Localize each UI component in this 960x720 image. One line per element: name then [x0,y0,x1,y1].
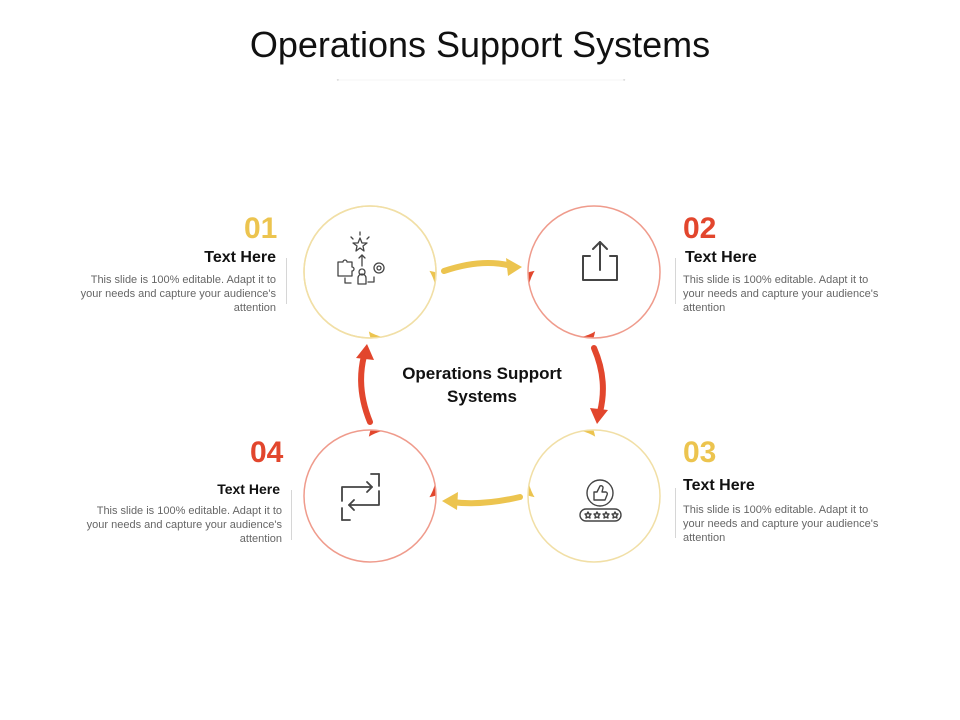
step-2-divider [675,258,676,304]
step-1-circle [303,205,437,339]
step-4-description: This slide is 100% editable. Adapt it to… [86,505,282,545]
step-4-circle [303,429,437,563]
step-3-circle [527,429,661,563]
arrow-4-to-1 [356,344,374,425]
share-upload-icon [582,241,618,281]
step-3-number: 03 [683,436,717,469]
step-1-divider [286,258,287,304]
step-4-divider [291,490,292,540]
step-1-number: 01 [244,212,278,245]
step-4-title: Text Here [217,481,280,497]
arrow-1-to-2 [441,258,522,276]
title-divider [336,79,626,81]
center-label: Operations Support Systems [402,364,562,406]
step-2-circle [527,205,661,339]
step-3-description: This slide is 100% editable. Adapt it to… [683,504,879,544]
step-4-number: 04 [250,436,284,469]
arrow-3-to-4 [442,492,523,510]
slide-title: Operations Support Systems [249,24,711,65]
step-1-description: This slide is 100% editable. Adapt it to… [80,274,276,314]
step-3-title: Text Here [683,477,755,494]
arrow-2-to-3 [590,345,608,424]
cycle-arrows-icon [341,473,380,521]
puzzle-idea-gear-icon [337,231,385,285]
step-1-title: Text Here [204,249,276,266]
step-2-title: Text Here [685,249,757,266]
step-2-description: This slide is 100% editable. Adapt it to… [683,274,879,314]
step-3-divider [675,488,676,538]
thumbs-up-rating-icon [579,479,622,522]
step-2-number: 02 [683,212,717,245]
